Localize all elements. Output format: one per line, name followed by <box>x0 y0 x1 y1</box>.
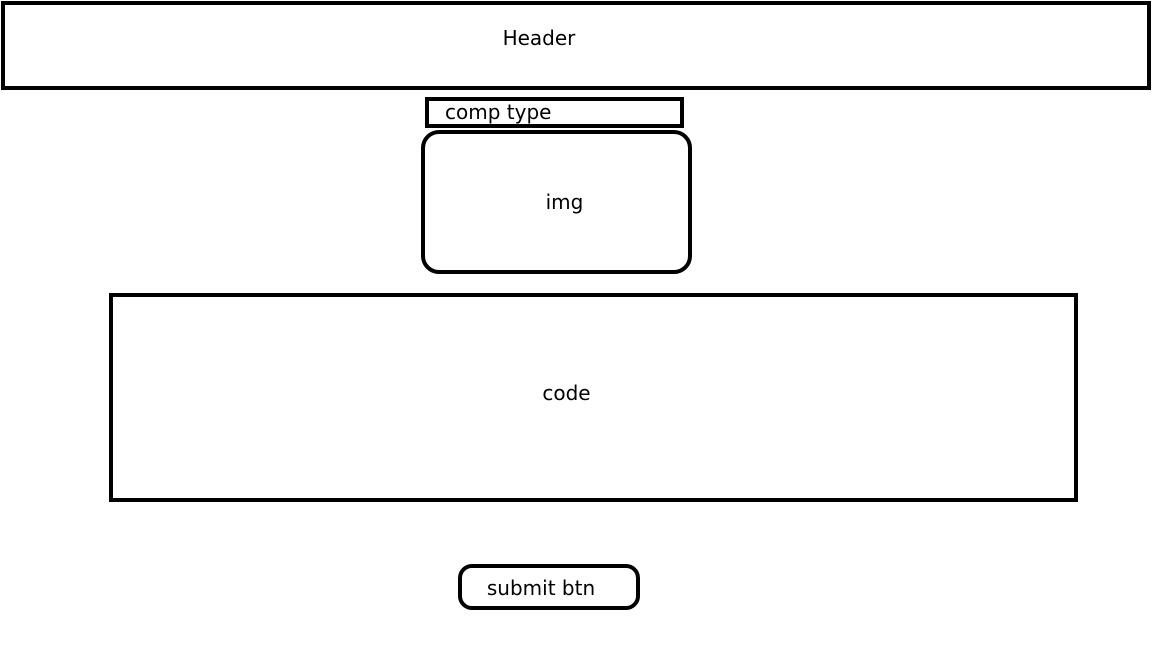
submit-button-label: submit btn <box>486 576 596 600</box>
code-area-label: code <box>542 380 591 405</box>
comp-type-field[interactable]: comp type <box>425 97 684 128</box>
code-area[interactable]: code <box>109 293 1078 502</box>
image-placeholder: img <box>421 130 692 274</box>
comp-type-label: comp type <box>445 99 552 124</box>
submit-button[interactable]: submit btn <box>458 564 640 610</box>
header: Header <box>1 1 1151 90</box>
image-placeholder-label: img <box>545 190 584 214</box>
header-label: Header <box>502 25 576 50</box>
